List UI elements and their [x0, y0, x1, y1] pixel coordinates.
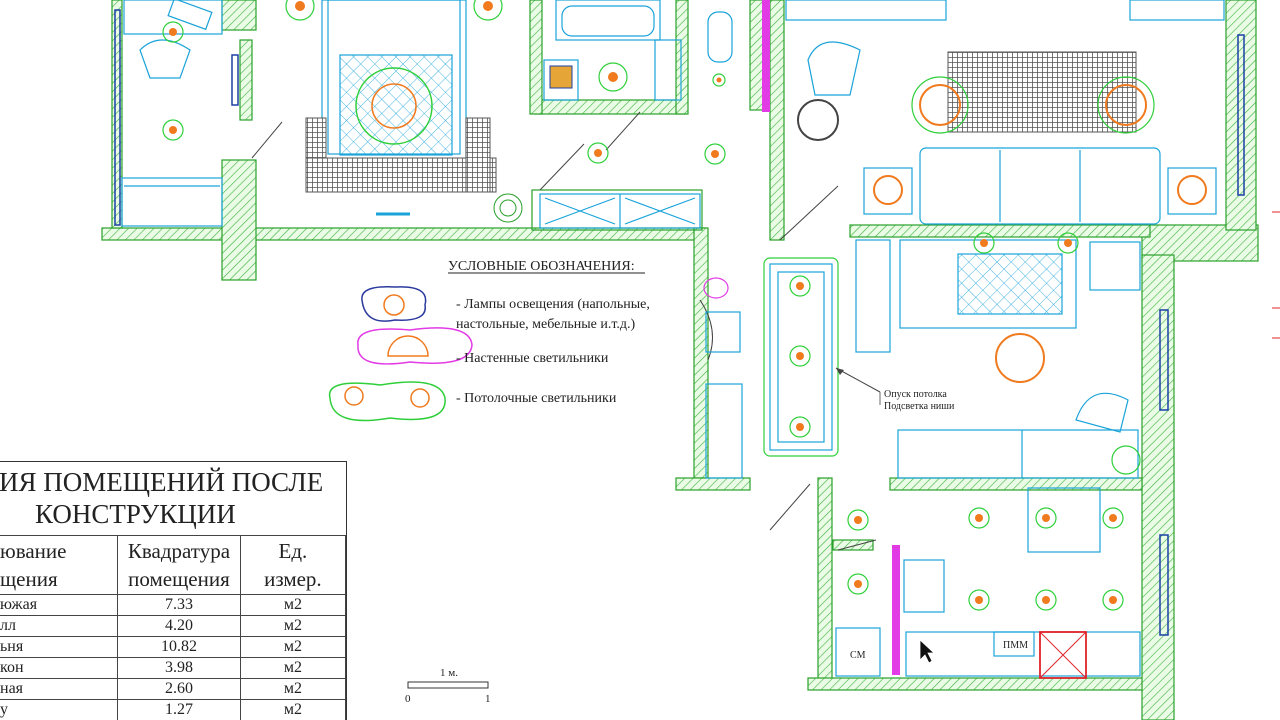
floor-lamp-symbol [361, 286, 427, 322]
plant-icon [493, 193, 523, 223]
legend-item-floor-lamps-cont: настольные, мебельные и.т.д.) [456, 317, 636, 332]
kitchen [835, 487, 1141, 677]
bed [321, 0, 467, 161]
daybed [855, 239, 1141, 433]
ceiling-light-symbol [328, 381, 446, 422]
legend-item-floor-lamps: - Лампы освещения (напольные, [456, 297, 650, 312]
svg-text:0: 0 [405, 693, 411, 705]
rug-bottom [305, 157, 497, 193]
wall-light-symbol [357, 327, 473, 365]
armchair [807, 41, 861, 96]
washer-label: СМ [850, 650, 866, 661]
svg-text:1: 1 [485, 693, 491, 705]
svg-text:Подсветка ниши: Подсветка ниши [884, 401, 955, 412]
legend: УСЛОВНЫЕ ОБОЗНАЧЕНИЯ: - Лампы освещения … [328, 259, 650, 422]
living-rug [947, 51, 1137, 133]
scale-bar: 1 м. 0 1 [405, 667, 491, 705]
svg-text:Опуск потолка: Опуск потолка [884, 389, 947, 400]
chandelier-bedroom [355, 67, 433, 145]
right-edge-marks [1272, 211, 1280, 339]
legend-item-ceiling-lights: - Потолочные светильники [456, 391, 617, 406]
legend-title: УСЛОВНЫЕ ОБОЗНАЧЕНИЯ: [448, 259, 635, 274]
cabinet [705, 311, 743, 479]
wall-light-strip [892, 545, 900, 675]
ceiling-note: Опуск потолка Подсветка ниши [835, 367, 955, 412]
stove [1039, 631, 1087, 679]
dishwasher-label: ПММ [1003, 640, 1028, 651]
bathroom [543, 0, 733, 101]
wall-light-strip [762, 0, 770, 112]
doors [251, 111, 877, 551]
area-table-title: ИЯ ПОМЕЩЕНИЙ ПОСЛЕ КОНСТРУКЦИИ [0, 467, 324, 529]
mouse-cursor-icon [919, 639, 936, 664]
wardrobe [539, 193, 701, 229]
legend-item-wall-lights: - Настенные светильники [456, 351, 609, 366]
island [769, 263, 833, 451]
sofa [863, 147, 1217, 225]
rug-right [465, 117, 491, 193]
svg-text:1 м.: 1 м. [440, 667, 458, 679]
work-desk [897, 429, 1139, 479]
ceiling-lights [162, 0, 1141, 611]
floor-lamp-circles [797, 84, 1207, 383]
windows [114, 9, 1245, 636]
